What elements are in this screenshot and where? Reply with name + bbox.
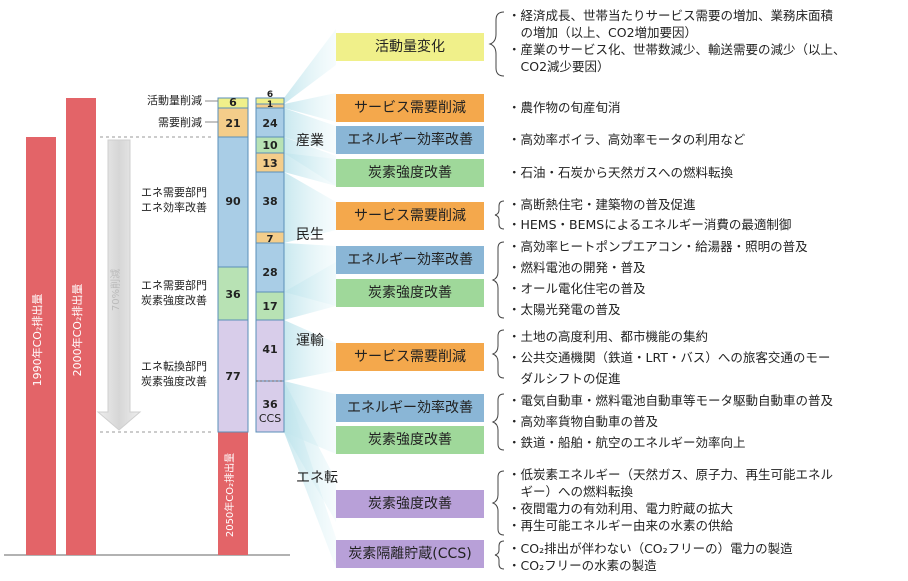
category-residential-service-demand: サービス需要削減 (336, 202, 484, 230)
category-activity-change: 活動量変化 (336, 33, 484, 61)
row-label-conv-carbon-2: 炭素強度改善 (141, 374, 207, 388)
reduction-arrow (96, 139, 142, 431)
category-residential-carbon-intensity: 炭素強度改善 (336, 279, 484, 307)
row-label-activity: 活動量削減 (147, 93, 202, 107)
row-label-demand: 需要削減 (158, 115, 202, 129)
stack-1 (217, 97, 249, 433)
row-label-demand-eff-1: エネ需要部門 (141, 185, 207, 199)
category-residential-energy-efficiency: エネルギー効率改善 (336, 246, 484, 274)
bar-2000 (66, 98, 96, 555)
s2-value-10: 41 (262, 343, 277, 356)
desc-residential-efficiency-carbon: ・高効率ヒートポンプエアコン・給湯器・照明の普及 ・燃料電池の開発・普及 ・オー… (508, 239, 808, 317)
s2-value-9: 17 (262, 300, 277, 313)
s2-value-7: 7 (267, 234, 274, 245)
bar-2050 (218, 432, 248, 555)
s1-value-demand-eff: 90 (225, 195, 241, 208)
category-transport-energy-efficiency: エネルギー効率改善 (336, 394, 484, 422)
section-label-industry: 産業 (296, 133, 324, 149)
desc-industry-demand: ・農作物の旬産旬消 (508, 100, 621, 115)
fan-connectors (284, 29, 336, 568)
desc-conversion-ccs: ・CO₂排出が伴わない（CO₂フリーの）電力の製造 ・CO₂フリーの水素の製造 (508, 541, 793, 573)
s2-value-4: 10 (262, 139, 278, 152)
s1-value-conv-carbon: 77 (225, 370, 240, 383)
bar-1990-label: 1990年CO₂排出量 (30, 294, 44, 387)
s2-value-1: 6 (267, 90, 273, 100)
stack-2 (255, 97, 285, 433)
desc-industry-carbon: ・石油・石炭から天然ガスへの燃料転換 (508, 165, 734, 180)
s1-value-activity: 6 (229, 96, 237, 109)
bar-2050-label: 2050年CO₂排出量 (223, 453, 236, 537)
row-label-demand-carbon-2: 炭素強度改善 (141, 293, 207, 307)
s2-value-8: 28 (262, 266, 277, 279)
desc-transport-demand: ・土地の高度利用、都市機能の集約 ・公共交通機関（鉄道・LRT・バス）への旅客交… (508, 329, 831, 386)
s1-value-demand: 21 (225, 117, 240, 130)
s2-value-2: 1 (267, 100, 273, 110)
s2-value-11: 36 (262, 398, 278, 411)
category-transport-service-demand: サービス需要削減 (336, 343, 484, 371)
s2-value-5: 13 (262, 157, 277, 170)
s2-value-6: 38 (262, 195, 277, 208)
desc-activity: ・経済成長、世帯当たりサービス需要の増加、業務床面積 の増加（以上、CO2増加要… (508, 8, 846, 74)
category-transport-carbon-intensity: 炭素強度改善 (336, 426, 484, 454)
desc-industry-efficiency: ・高効率ボイラ、高効率モータの利用など (508, 132, 746, 147)
desc-conversion-carbon: ・低炭素エネルギー（天然ガス、原子力、再生可能エネル ギー）への燃料転換 ・夜間… (508, 467, 834, 533)
section-label-residential: 民生 (296, 227, 324, 243)
s1-value-demand-carbon: 36 (225, 288, 241, 301)
category-conversion-carbon-intensity: 炭素強度改善 (336, 490, 484, 518)
desc-residential-demand: ・高断熱住宅・建築物の普及促進 ・HEMS・BEMSによるエネルギー消費の最適制… (508, 197, 792, 232)
row-label-conv-carbon-1: エネ転換部門 (141, 359, 207, 373)
category-conversion-ccs: 炭素隔離貯蔵(CCS) (336, 540, 484, 568)
bar-2000-label: 2000年CO₂排出量 (70, 284, 84, 377)
arrow-label: 70%削減 (109, 269, 122, 311)
desc-transport-efficiency-carbon: ・電気自動車・燃料電池自動車等モータ駆動自動車の普及 ・高効率貨物自動車の普及 … (508, 393, 834, 450)
s2-value-3: 24 (262, 117, 278, 130)
section-label-energy-conversion: エネ転 (296, 470, 338, 486)
row-label-demand-carbon-1: エネ需要部門 (141, 278, 207, 292)
s2-value-ccs: CCS (259, 412, 281, 425)
category-industry-service-demand: サービス需要削減 (336, 94, 484, 122)
category-industry-carbon-intensity: 炭素強度改善 (336, 159, 484, 187)
section-label-transport: 運輸 (296, 333, 324, 349)
row-label-demand-eff-2: エネ効率改善 (141, 200, 207, 214)
bar-1990 (26, 137, 56, 555)
category-industry-energy-efficiency: エネルギー効率改善 (336, 126, 484, 154)
braces (488, 11, 505, 570)
